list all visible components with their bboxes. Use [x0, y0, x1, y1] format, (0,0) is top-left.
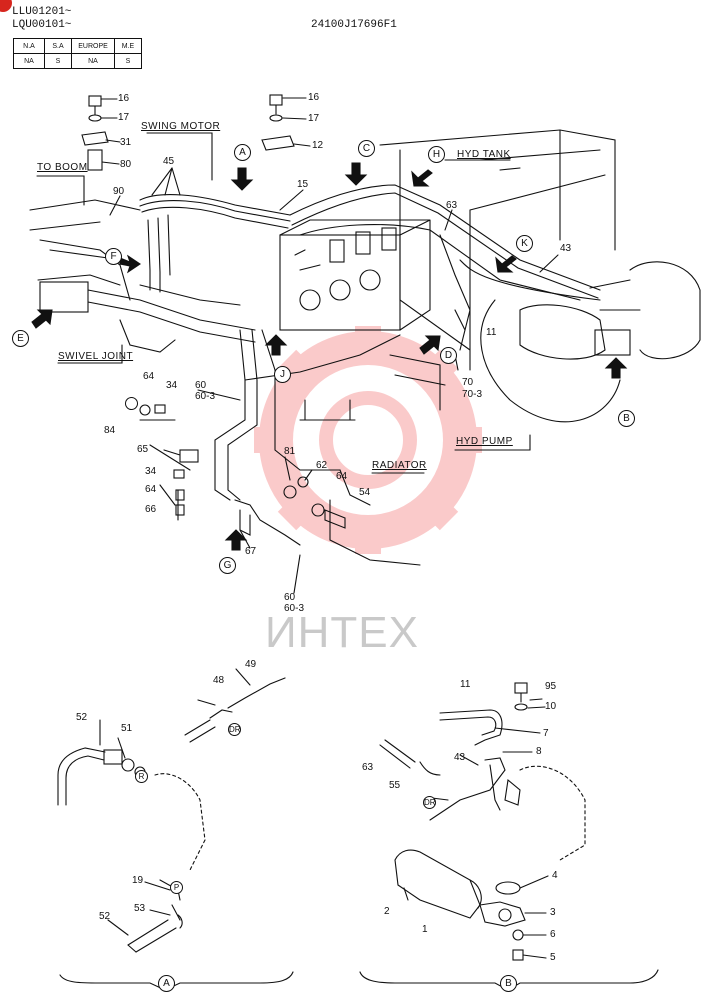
port-p-marker: P — [170, 881, 183, 894]
port-dr-a-marker: DR — [228, 723, 241, 736]
part-54: 54 — [359, 487, 371, 498]
view-a-marker: A — [234, 144, 251, 161]
part-7: 7 — [543, 728, 549, 739]
part-17-mid: 17 — [308, 113, 320, 124]
part-90: 90 — [113, 186, 125, 197]
view-j-marker: J — [274, 366, 291, 383]
part-60-top: 60 — [195, 380, 207, 391]
watermark-gear-icon — [254, 326, 482, 554]
part-60-3-top: 60-3 — [195, 391, 216, 402]
view-c-marker: C — [358, 140, 375, 157]
part-81: 81 — [284, 446, 296, 457]
part-49: 49 — [245, 659, 257, 670]
part-34-bottom: 34 — [145, 466, 157, 477]
detail-b-title: B — [500, 975, 517, 992]
swing-motor-leader — [146, 132, 213, 181]
part-17-left: 17 — [118, 112, 130, 123]
label-to-boom: TO BOOM — [37, 162, 88, 173]
view-h-marker: H — [428, 146, 445, 163]
part-64-right: 64 — [336, 471, 348, 482]
part-52-top: 52 — [76, 712, 88, 723]
part-4: 4 — [552, 870, 558, 881]
spec-value-me: S — [114, 53, 142, 69]
spec-value-sa: S — [44, 53, 72, 69]
part-53: 53 — [134, 903, 146, 914]
part-64-bottom: 64 — [145, 484, 157, 495]
part-2: 2 — [384, 906, 390, 917]
part-19: 19 — [132, 875, 144, 886]
hyd-pump-leader — [454, 434, 531, 451]
view-f-marker: F — [105, 248, 122, 265]
part-95: 95 — [545, 681, 557, 692]
part-64-top: 64 — [143, 371, 155, 382]
spec-table: N.A S.A EUROPE M.E NA S NA S — [13, 38, 142, 69]
part-48: 48 — [213, 675, 225, 686]
serial-line-1: LLU01201~ — [12, 6, 72, 18]
part-63-main: 63 — [446, 200, 458, 211]
to-boom-leader — [36, 175, 85, 206]
part-5: 5 — [550, 952, 556, 963]
part-60-3-bottom: 60-3 — [284, 603, 305, 614]
port-r-marker: R — [135, 770, 148, 783]
label-hyd-tank: HYD TANK — [457, 149, 511, 160]
part-8: 8 — [536, 746, 542, 757]
part-10: 10 — [545, 701, 557, 712]
part-66: 66 — [145, 504, 157, 515]
part-62: 62 — [316, 460, 328, 471]
washer-marker-icon — [125, 397, 138, 410]
part-51: 51 — [121, 723, 133, 734]
part-43-detail: 43 — [454, 752, 466, 763]
part-70-3: 70-3 — [462, 389, 483, 400]
drawing-code: 24100J17696F1 — [311, 19, 397, 31]
part-16-left: 16 — [118, 93, 130, 104]
part-52-bottom: 52 — [99, 911, 111, 922]
part-31: 31 — [120, 137, 132, 148]
part-16-mid: 16 — [308, 92, 320, 103]
watermark-text: ИНТЕХ — [265, 608, 419, 657]
part-84: 84 — [104, 425, 116, 436]
part-11-detail: 11 — [460, 679, 471, 690]
part-63-detail: 63 — [362, 762, 374, 773]
part-65: 65 — [137, 444, 149, 455]
port-dr-b-marker: DR — [423, 796, 436, 809]
part-6: 6 — [550, 929, 556, 940]
part-45: 45 — [163, 156, 175, 167]
corner-badge-icon — [0, 0, 12, 12]
view-k-marker: K — [516, 235, 533, 252]
part-12: 12 — [312, 140, 324, 151]
part-43-main: 43 — [560, 243, 572, 254]
view-d-marker: D — [440, 347, 457, 364]
label-swing-motor: SWING MOTOR — [141, 121, 221, 132]
part-60-bottom: 60 — [284, 592, 296, 603]
label-swivel-joint: SWIVEL JOINT — [58, 351, 134, 362]
part-67: 67 — [245, 546, 257, 557]
part-34-top: 34 — [166, 380, 178, 391]
view-g-marker: G — [219, 557, 236, 574]
part-15: 15 — [297, 179, 309, 190]
label-radiator: RADIATOR — [372, 460, 427, 471]
detail-a-title: A — [158, 975, 175, 992]
label-hyd-pump: HYD PUMP — [456, 436, 513, 447]
part-70: 70 — [462, 377, 474, 388]
view-e-marker: E — [12, 330, 29, 347]
part-80: 80 — [120, 159, 132, 170]
view-b-marker: B — [618, 410, 635, 427]
part-3: 3 — [550, 907, 556, 918]
serial-line-2: LQU00101~ — [12, 19, 72, 31]
swivel-joint-leader — [57, 344, 123, 364]
part-55: 55 — [389, 780, 401, 791]
part-11-main: 11 — [486, 327, 497, 338]
part-1: 1 — [422, 924, 428, 935]
